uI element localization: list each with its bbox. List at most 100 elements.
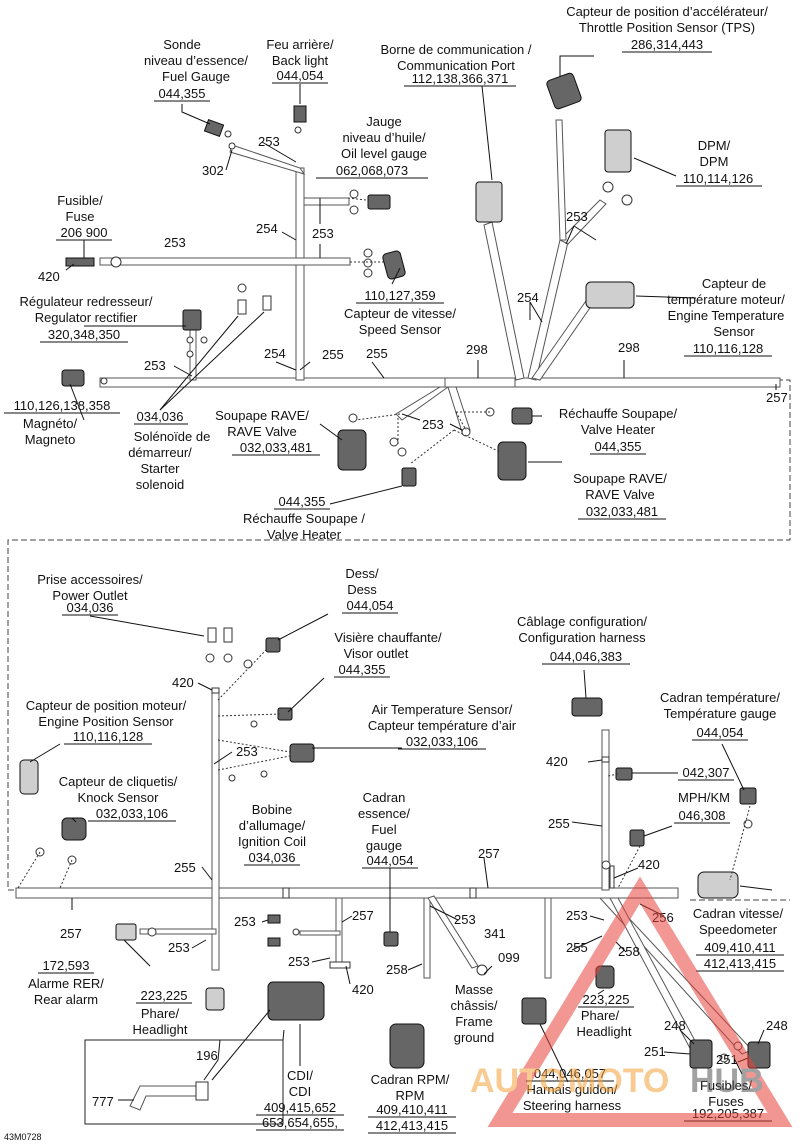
leader [529, 301, 543, 323]
fuel-gauge-label-3: Fuel Gauge [162, 69, 230, 84]
leader [211, 1009, 271, 1081]
speed-label-en: Speed Sensor [359, 322, 442, 337]
regulator-part-numbers: 320,348,350 [48, 327, 120, 342]
chip [719, 1053, 729, 1063]
chip [349, 189, 359, 199]
mph-label: MPH/KM [678, 790, 730, 805]
leader [71, 817, 77, 823]
inset-frame [84, 1039, 284, 1125]
chip [110, 256, 122, 268]
lower-cdi-branch [299, 930, 341, 936]
leader [589, 915, 605, 921]
leader [635, 295, 697, 299]
regulator-connector [182, 309, 202, 331]
comm-label-fr: Borne de communication / [380, 42, 531, 57]
watermark-text-auto: AUTO [470, 1062, 566, 1100]
leader [287, 677, 325, 713]
wire-253: 253 [454, 912, 476, 927]
dess-label-fr: Dess/ [345, 566, 379, 581]
rave1-label-fr: Soupape RAVE/ [215, 408, 309, 423]
engine-pos-sensor [19, 759, 39, 795]
valve-heater1-part-numbers: 044,355 [595, 439, 642, 454]
steering-part-numbers: 044,046,057 [534, 1066, 606, 1081]
watermark-text-moto: MOTO [568, 1062, 669, 1100]
leader [483, 965, 493, 975]
chip [743, 819, 753, 829]
wire-257: 257 [60, 926, 82, 941]
wire-777: 777 [92, 1094, 114, 1109]
config-label-fr: Câblage configuration/ [517, 614, 647, 629]
temp-gauge-label-fr: Cadran température/ [660, 690, 780, 705]
chip [292, 928, 300, 936]
leader [440, 85, 493, 181]
rave1-part-numbers: 032,033,481 [240, 440, 312, 455]
chip [363, 268, 373, 278]
branch-tps [555, 119, 567, 241]
cdi-module [267, 981, 325, 1021]
wire-420: 420 [546, 754, 568, 769]
chip [237, 283, 247, 293]
wire-248: 248 [766, 1018, 788, 1033]
wire-253: 253 [168, 940, 190, 955]
leader [483, 857, 489, 889]
fuse-holder [65, 257, 95, 267]
fuel-gauge-label-1: Sonde [163, 37, 201, 52]
chip [260, 770, 268, 778]
leader [559, 55, 594, 76]
fuel-gauge-label-2: niveau d’essence/ [144, 53, 248, 68]
lower-vertical-cdi [335, 897, 343, 963]
speedometer-label-en: Speedometer [699, 922, 778, 937]
engine-pos-label-en: Engine Position Sensor [38, 714, 174, 729]
dpm-label-en: DPM [700, 154, 729, 169]
comm-port-connector [475, 181, 503, 223]
wire-298: 298 [618, 340, 640, 355]
leader [65, 263, 75, 271]
coil-label-3: Ignition Coil [238, 834, 306, 849]
chip [294, 126, 302, 134]
leader [173, 365, 193, 377]
leader [597, 989, 605, 995]
coil-part-numbers: 034,036 [249, 850, 296, 865]
chip [363, 248, 373, 258]
leader [449, 423, 463, 431]
outlet-label-fr: Prise accessoires/ [37, 572, 143, 587]
chip [461, 427, 471, 437]
rear-alarm-connector [115, 923, 137, 941]
chip [621, 194, 633, 206]
steering-connector [521, 997, 547, 1025]
headlight2-label-fr: Phare/ [581, 1008, 620, 1023]
outlet-label-en: Power Outlet [52, 588, 128, 603]
wire-253: 253 [164, 235, 186, 250]
leader [299, 361, 311, 371]
branch-rave [395, 386, 450, 421]
leader [587, 759, 603, 763]
watermark: AUTO MOTO HUB [470, 876, 793, 1127]
rear-alarm-part-numbers: 172,593 [43, 958, 90, 973]
leader [663, 1051, 691, 1055]
watermark-text-hub: HUB [690, 1062, 764, 1100]
wire-253: 253 [422, 417, 444, 432]
wire-251: 251 [644, 1044, 666, 1059]
rpm-part-numbers-2: 412,413,415 [376, 1118, 448, 1133]
leader [733, 1057, 743, 1075]
temp-gauge-part-numbers: 044,054 [697, 725, 744, 740]
headlight1-connector [205, 987, 225, 1011]
dotted-lead [17, 649, 751, 889]
dotted-lead [347, 197, 384, 263]
leader [311, 957, 331, 963]
leader [159, 315, 239, 411]
lower-trunk [15, 887, 679, 899]
tps-connector [546, 72, 582, 110]
wire-253: 253 [258, 134, 280, 149]
wire-420: 420 [638, 857, 660, 872]
leader [401, 413, 421, 421]
rave-valve-2 [497, 441, 527, 481]
leader [181, 104, 211, 125]
air-temp-connector [289, 743, 315, 763]
leader [275, 361, 297, 371]
leader [565, 225, 575, 245]
upper-connectors [61, 72, 635, 487]
valve-heater1-label-fr: Réchauffe Soupape/ [559, 406, 678, 421]
wire-255: 255 [366, 346, 388, 361]
